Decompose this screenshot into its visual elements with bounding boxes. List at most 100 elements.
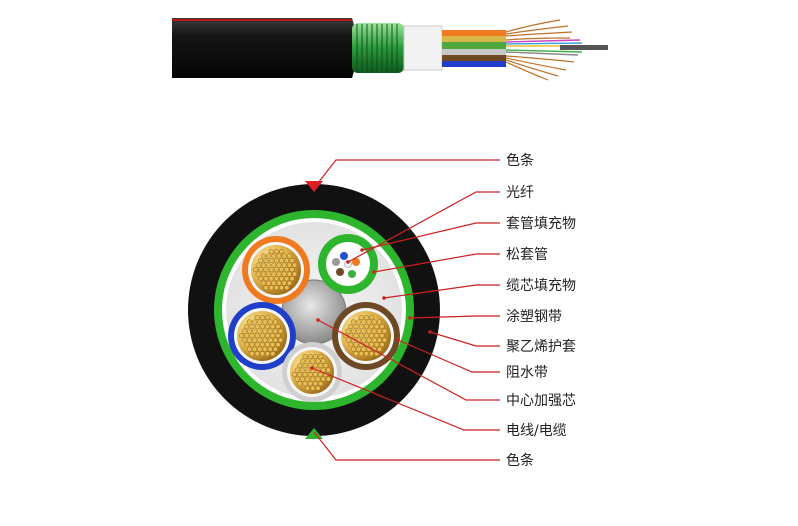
strand [270, 324, 276, 330]
strand [305, 385, 311, 391]
strand [246, 319, 252, 325]
strand [239, 333, 245, 339]
strand [358, 324, 364, 330]
label-optical-fiber: 光纤 [506, 185, 534, 201]
strand [275, 333, 281, 339]
strand [292, 372, 298, 378]
strand [263, 267, 269, 273]
strand [310, 358, 316, 364]
strand [369, 333, 375, 339]
strand [241, 328, 247, 334]
strand [249, 351, 255, 357]
label-color-stripe-top: 色条 [506, 152, 534, 169]
strand [318, 381, 324, 387]
strand [350, 346, 356, 352]
strand [259, 342, 265, 348]
strand [305, 367, 311, 373]
strand [353, 342, 359, 348]
strand [363, 333, 369, 339]
strand [356, 319, 362, 325]
strand [361, 328, 367, 334]
strand [350, 319, 356, 325]
strand [265, 324, 271, 330]
strand [363, 324, 369, 330]
strand [299, 376, 305, 382]
strand [268, 258, 274, 264]
strand [271, 280, 277, 286]
leader-cable-filling [383, 284, 500, 299]
strand [294, 376, 300, 382]
strand [323, 363, 329, 369]
strand [320, 358, 326, 364]
strand [260, 253, 266, 259]
strand [379, 324, 385, 330]
strand [348, 342, 354, 348]
strand [353, 333, 359, 339]
strand [353, 351, 359, 357]
strand [284, 285, 290, 291]
strand [281, 280, 287, 286]
strand [271, 271, 277, 277]
strand [366, 319, 372, 325]
strand [284, 267, 290, 273]
strand [371, 319, 377, 325]
strand [276, 253, 282, 259]
strand [318, 363, 324, 369]
strand [312, 363, 318, 369]
strand [257, 337, 263, 343]
label-water-blocking-tape: 阻水带 [506, 365, 548, 381]
strand [276, 280, 282, 286]
strand [307, 353, 313, 360]
strand [305, 358, 311, 364]
strand [272, 328, 278, 334]
strand [374, 324, 380, 330]
strand [345, 337, 351, 343]
strand [292, 262, 298, 268]
strand [286, 271, 292, 277]
strand [315, 376, 321, 382]
leader-coated-steel-tape [409, 315, 500, 319]
strand [366, 337, 372, 343]
strand [267, 319, 273, 325]
strand [263, 276, 269, 282]
strand [255, 271, 261, 277]
strand [297, 372, 303, 378]
strand [244, 342, 250, 348]
strand [246, 328, 252, 334]
strand [279, 267, 285, 273]
strand [382, 328, 388, 334]
strand [312, 353, 318, 360]
strand [244, 333, 250, 339]
leader-loose-tube [373, 253, 500, 273]
strand [350, 328, 356, 334]
strand [299, 358, 305, 364]
strand [284, 276, 290, 282]
strand [374, 342, 380, 348]
strand [262, 346, 268, 352]
strand [382, 337, 388, 343]
strand [260, 262, 266, 268]
wire-unit-orange [242, 236, 310, 304]
strand [252, 319, 258, 325]
strand [273, 267, 279, 273]
strand [307, 372, 313, 378]
strand [273, 258, 279, 264]
strand [254, 351, 260, 357]
strand [265, 351, 271, 357]
strand [271, 262, 277, 268]
strand [353, 324, 359, 330]
strand [259, 351, 265, 357]
strand [315, 385, 321, 391]
fiber-blue [340, 252, 348, 260]
strand [252, 328, 258, 334]
strand [299, 367, 305, 373]
strand [252, 337, 258, 343]
strand [376, 346, 382, 352]
strand [268, 267, 274, 273]
strand [286, 262, 292, 268]
fiber-brown [336, 268, 344, 276]
strand [272, 337, 278, 343]
strand [267, 328, 273, 334]
strand [345, 328, 351, 334]
strand [263, 285, 269, 291]
